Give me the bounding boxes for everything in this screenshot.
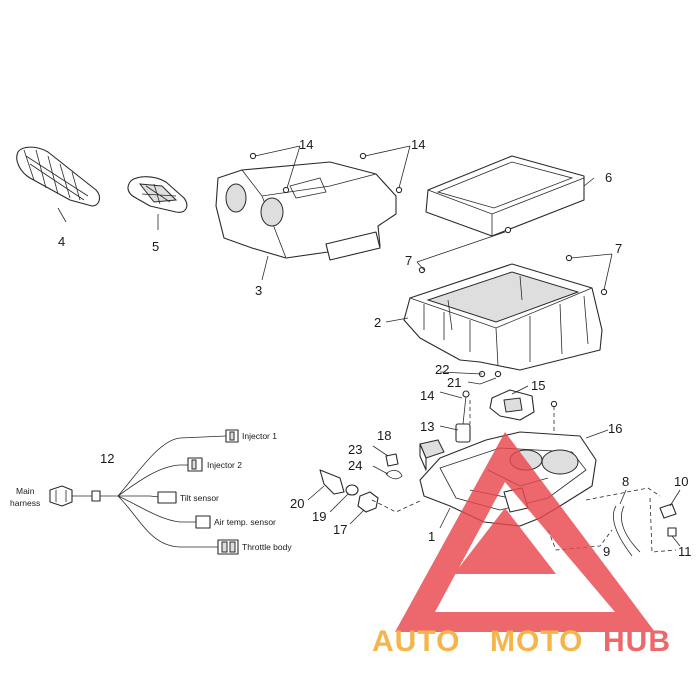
callout-22: 22 [435,362,449,377]
callout-11: 11 [678,544,692,559]
part-18-block [419,439,445,471]
callout-7-a: 7 [405,253,412,268]
part-2-airbox-lower [403,263,603,371]
callout-23: 23 [348,442,362,457]
part-5-duct [127,176,188,213]
callout-5: 5 [152,239,159,254]
callout-14-c: 14 [420,388,434,403]
callout-12: 12 [100,451,114,466]
watermark-text-hub: HUB [603,625,671,658]
watermark-text-auto: AUTO [372,625,460,658]
leader-lines [57,145,681,547]
callout-18: 18 [377,428,391,443]
injector-2-connector [187,457,203,472]
air-temp-sensor-connector [195,515,211,529]
part-17-nut [357,491,379,513]
callout-9: 9 [603,544,610,559]
callout-3: 3 [255,283,262,298]
callout-14-b: 14 [411,137,425,152]
callout-21: 21 [447,375,461,390]
screws [249,152,608,408]
callout-8: 8 [622,474,629,489]
part-13-sensor [455,390,471,443]
part-20-sensor-probe [319,469,345,495]
label-main-harness-1: Main [16,486,35,496]
label-injector-1: Injector 1 [242,431,277,441]
callout-10: 10 [674,474,688,489]
part-19-washer [345,484,359,496]
part-3-airbox-cover [215,161,397,261]
callout-4: 4 [58,234,65,249]
watermark-logo: AUTO MOTO HUB [372,432,671,658]
callout-14-a: 14 [299,137,313,152]
watermark-inner-triangle [454,508,556,574]
callout-6: 6 [605,170,612,185]
callout-13: 13 [420,419,434,434]
label-throttle-body: Throttle body [242,542,292,552]
label-injector-2: Injector 2 [207,460,242,470]
callout-7-b: 7 [615,241,622,256]
callout-2: 2 [374,315,381,330]
label-air-temp-sensor: Air temp. sensor [214,517,276,527]
part-23-grommet [385,453,399,467]
wiring-harness [49,429,239,555]
callout-15: 15 [531,378,545,393]
callout-19: 19 [312,509,326,524]
callout-numbers: 14 14 6 4 5 3 7 7 2 22 21 14 15 13 16 18… [58,137,692,559]
callout-24: 24 [348,458,362,473]
part-10-clamp [659,503,677,519]
part-8-hose [613,505,641,557]
part-24-clip [385,470,403,480]
callout-1: 1 [428,529,435,544]
watermark-text-moto: MOTO [490,625,583,658]
callout-20: 20 [290,496,304,511]
watermark-triangle [395,432,655,632]
callout-17: 17 [333,522,347,537]
label-main-harness-2: harness [10,498,40,508]
injector-1-connector [225,429,239,443]
tilt-sensor-connector [157,491,177,504]
callout-16: 16 [608,421,622,436]
part-4-intake-grille [16,146,101,207]
part-6-filter [425,155,585,237]
harness-labels: Main harness Injector 1 Injector 2 Tilt … [10,431,292,552]
part-11-screw [667,527,677,537]
throttle-body-connector [217,539,239,555]
label-tilt-sensor: Tilt sensor [180,493,219,503]
part-15-bracket [489,389,535,421]
